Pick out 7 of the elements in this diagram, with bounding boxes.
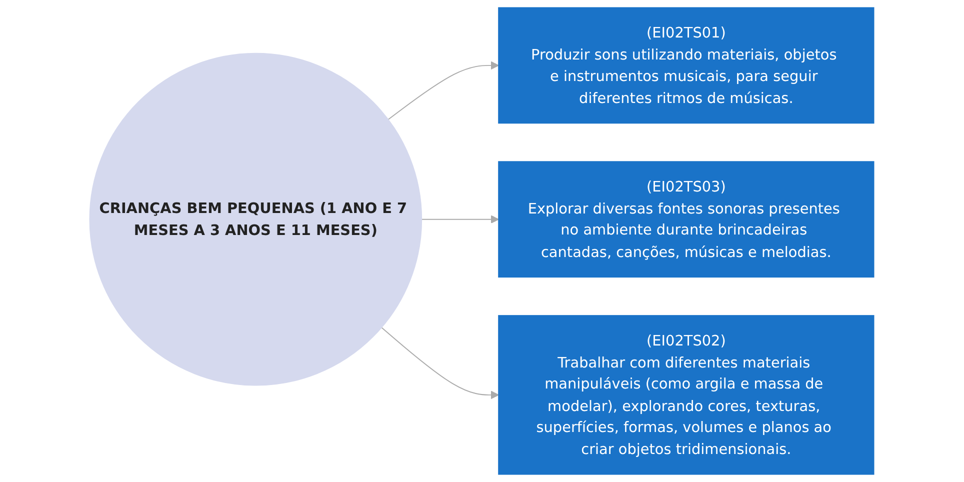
node-box: (EI02TS03) Explorar diversas fontes sonoras presentes no ambiente durante brincadeiras cantadas, canções, músicas e melodias. <box>498 161 874 278</box>
arrow <box>388 61 500 120</box>
arrow <box>381 327 500 400</box>
node-box: (EI02TS01) Produzir sons utilizando materiais, objetos e instrumentos musicais, para seguir diferentes ritmos de músicas. <box>498 7 874 124</box>
arrow <box>421 215 500 224</box>
node-box: (EI02TS02) Trabalhar com diferentes materiais manipuláveis (como argila e massa de modelar), explorando cores, texturas, superfícies, formas, volumes e planos ao criar objetos tridimensionais. <box>498 315 874 475</box>
node-circle: CRIANÇAS BEM PEQUENAS (1 ANO E 7 MESES A 3 ANOS E 11 MESES) <box>89 52 422 386</box>
